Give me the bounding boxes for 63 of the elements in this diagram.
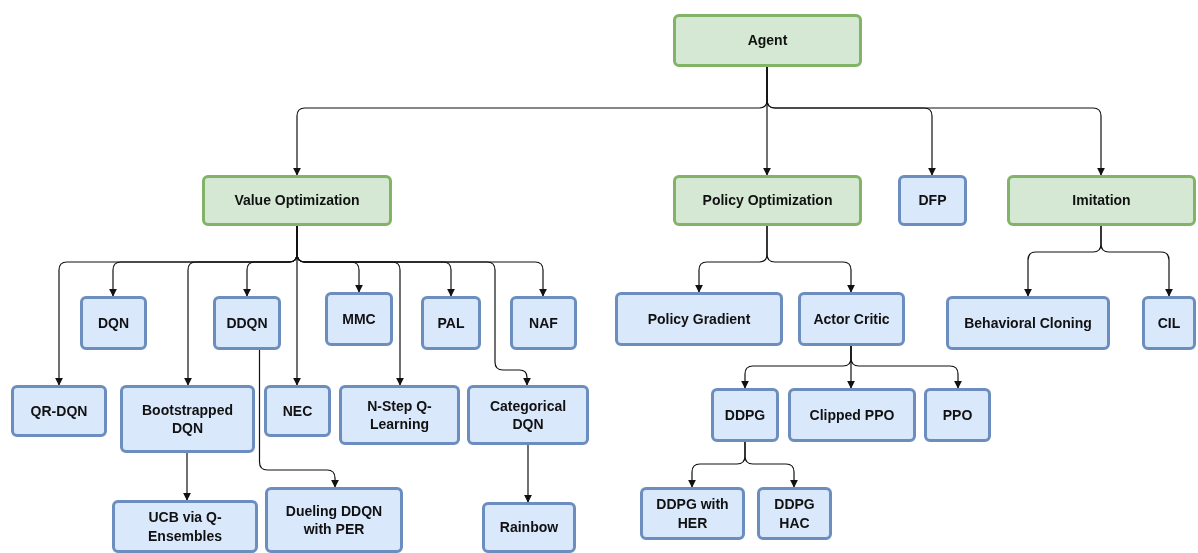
process-box	[80, 296, 147, 350]
connector-arrow	[296, 225, 547, 297]
process-box	[640, 487, 745, 540]
process-box	[339, 385, 460, 445]
process-box	[898, 175, 967, 226]
process-box	[615, 292, 783, 346]
node-label: Actor Critic	[813, 309, 890, 329]
node-label: QR-DQN	[30, 401, 88, 421]
process-box	[325, 292, 393, 346]
node-label: Rainbow	[499, 518, 559, 537]
node-label: Clipped PPO	[809, 405, 895, 425]
node-label: DDPG with HER	[655, 495, 730, 532]
process-box	[946, 296, 1110, 350]
node-label: PAL	[437, 313, 465, 333]
node-label: Behavioral Cloning	[964, 313, 1092, 333]
node-label: DDPG	[724, 405, 766, 425]
node-label: Categorical DQN	[488, 396, 568, 434]
node-label: Policy Gradient	[647, 309, 751, 329]
connector-arrow	[744, 441, 798, 488]
node-label: Policy Optimization	[702, 191, 833, 210]
node-label: PPO	[942, 405, 973, 425]
node-label: NEC	[282, 401, 313, 421]
process-box	[673, 14, 862, 67]
node-label: MMC	[342, 309, 376, 329]
process-box	[798, 292, 905, 346]
node-label: Dueling DDQN with PER	[284, 501, 384, 539]
node-label: CIL	[1157, 313, 1181, 333]
node-label: DDQN	[226, 313, 268, 333]
node-label: Imitation	[1072, 191, 1131, 210]
process-box	[264, 385, 331, 437]
connector-arrow	[766, 225, 855, 293]
process-box	[924, 388, 991, 442]
node-label: DFP	[918, 191, 947, 210]
process-box	[673, 175, 862, 226]
node-label: DDPG HAC	[773, 495, 816, 532]
node-label: N-Step Q-Learning	[366, 396, 433, 434]
node-label: Value Optimization	[234, 191, 360, 210]
connector-arrow	[258, 349, 339, 488]
process-box	[510, 296, 577, 350]
connector-arrow	[1100, 225, 1173, 297]
node-label: UCB via Q-Ensembles	[147, 508, 223, 545]
process-box	[11, 385, 107, 437]
node-label: Bootstrapped DQN	[141, 400, 234, 438]
process-box	[467, 385, 589, 445]
process-box	[1142, 296, 1196, 350]
node-label: DQN	[97, 313, 130, 333]
process-box	[120, 385, 255, 453]
node-label: NAF	[529, 313, 558, 333]
process-box	[757, 487, 832, 540]
process-box	[112, 500, 258, 553]
connector-arrow	[183, 452, 191, 501]
process-box	[202, 175, 392, 226]
process-box	[788, 388, 916, 442]
process-box	[482, 502, 576, 553]
process-box	[213, 296, 281, 350]
connector-arrow	[850, 345, 962, 389]
connector-arrow	[766, 66, 1105, 176]
connector-arrow	[524, 444, 532, 503]
process-box	[265, 487, 403, 553]
process-box	[421, 296, 481, 350]
process-box	[1007, 175, 1196, 226]
node-label: Agent	[747, 31, 788, 50]
process-box	[711, 388, 779, 442]
